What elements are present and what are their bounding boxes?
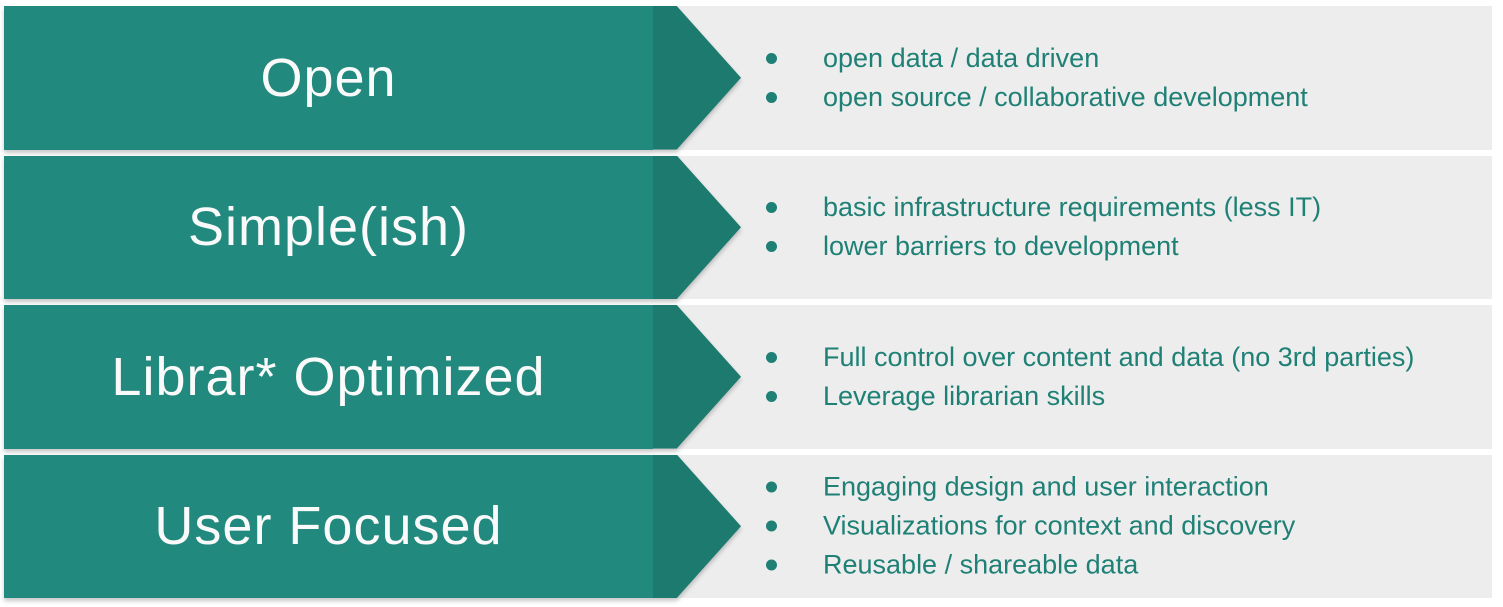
bullet-item: Leverage librarian skills <box>766 377 1414 416</box>
bullet-text: lower barriers to development <box>823 231 1179 262</box>
bullet-list: Engaging design and user interaction Vis… <box>766 468 1295 585</box>
bullet-item: lower barriers to development <box>766 227 1321 266</box>
bullet-text: basic infrastructure requirements (less … <box>823 192 1322 223</box>
banner-title: Librar* Optimized <box>111 346 546 407</box>
bullet-dot-icon <box>766 91 777 103</box>
bullet-item: open source / collaborative development <box>766 78 1308 117</box>
banner-title: Simple(ish) <box>187 197 470 258</box>
bullet-item: Full control over content and data (no 3… <box>766 338 1414 377</box>
banner-title: User Focused <box>154 496 503 557</box>
bullet-text: Engaging design and user interaction <box>823 471 1269 502</box>
bullet-text: Full control over content and data (no 3… <box>823 341 1415 372</box>
bullet-item: open data / data driven <box>766 39 1308 78</box>
bullet-item: Reusable / shareable data <box>766 546 1295 585</box>
bullet-item: basic infrastructure requirements (less … <box>766 188 1321 227</box>
bullet-dot-icon <box>766 52 777 64</box>
bullet-dot-icon <box>766 351 777 363</box>
arrow-body: Librar* Optimized <box>4 305 653 449</box>
bullet-list: basic infrastructure requirements (less … <box>766 188 1321 266</box>
feature-row-librar-optimized: Librar* Optimized Full control over cont… <box>4 305 1492 449</box>
arrow-banner: Open <box>4 6 741 150</box>
arrow-banner: Librar* Optimized <box>4 305 741 449</box>
bullet-dot-icon <box>766 481 777 493</box>
bullet-dot-icon <box>766 202 777 214</box>
bullet-list: open data / data driven open source / co… <box>766 39 1308 117</box>
bullet-text: open source / collaborative development <box>823 81 1308 112</box>
bullet-dot-icon <box>766 559 777 571</box>
bullet-text: Reusable / shareable data <box>823 549 1139 580</box>
bullet-text: Leverage librarian skills <box>823 380 1106 411</box>
bullet-dot-icon <box>766 390 777 402</box>
banner-title: Open <box>260 47 397 108</box>
bullet-item: Engaging design and user interaction <box>766 468 1295 507</box>
bullet-text: Visualizations for context and discovery <box>823 510 1296 541</box>
arrow-banner: User Focused <box>4 454 741 598</box>
bullet-item: Visualizations for context and discovery <box>766 507 1295 546</box>
bullet-dot-icon <box>766 241 777 253</box>
arrow-banner: Simple(ish) <box>4 155 741 299</box>
arrow-head-icon <box>653 454 741 598</box>
arrow-head-icon <box>653 155 741 299</box>
arrow-head-icon <box>653 6 741 150</box>
arrow-body: Open <box>4 6 653 150</box>
feature-row-simple: Simple(ish) basic infrastructure require… <box>4 155 1492 299</box>
arrow-body: Simple(ish) <box>4 155 653 299</box>
feature-row-user-focused: User Focused Engaging design and user in… <box>4 454 1492 598</box>
bullet-dot-icon <box>766 520 777 532</box>
bullet-list: Full control over content and data (no 3… <box>766 338 1414 416</box>
arrow-body: User Focused <box>4 454 653 598</box>
feature-row-open: Open open data / data driven open source… <box>4 6 1492 150</box>
bullet-text: open data / data driven <box>823 42 1100 73</box>
arrow-head-icon <box>653 305 741 449</box>
